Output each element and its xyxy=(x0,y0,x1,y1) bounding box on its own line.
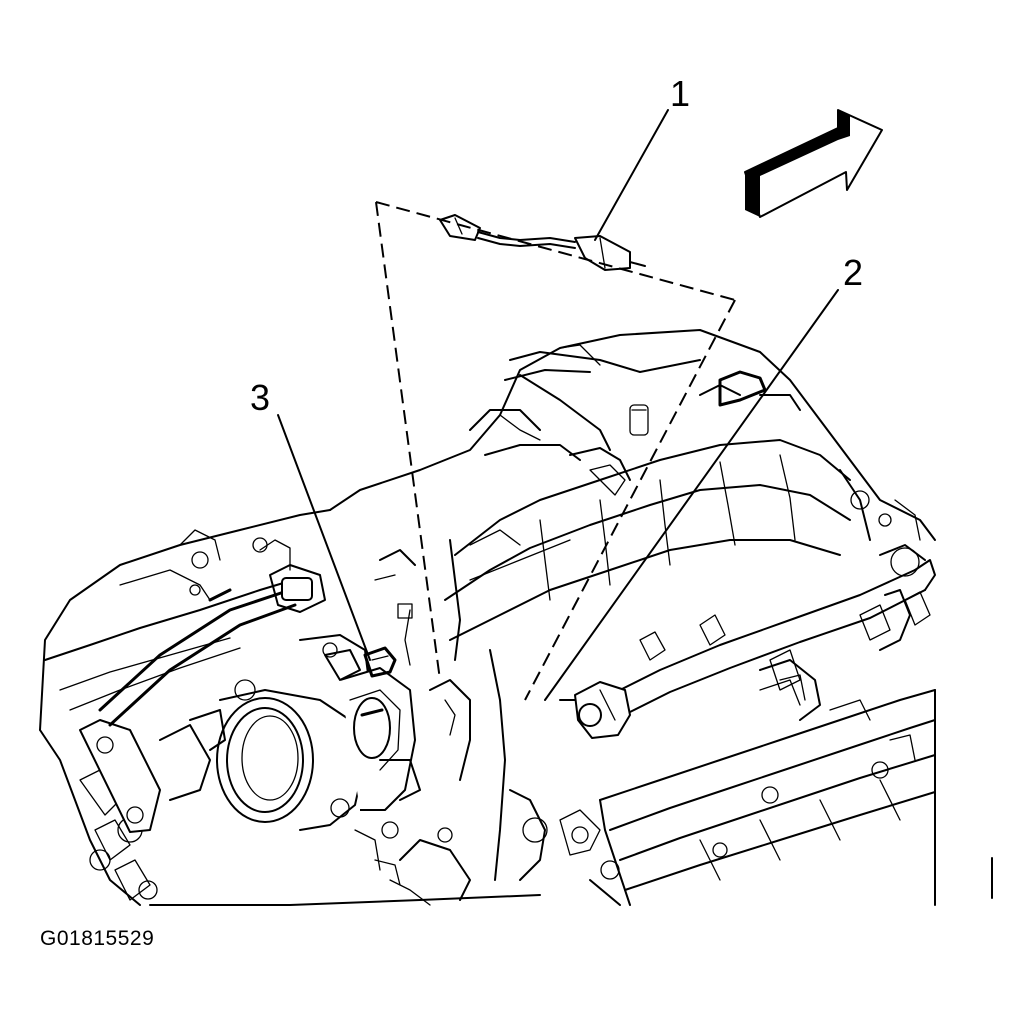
callout-2: 2 xyxy=(843,252,863,293)
throttle-body xyxy=(159,549,421,871)
forward-direction-arrow-icon xyxy=(744,109,883,218)
callout-3: 3 xyxy=(250,377,270,418)
figure-id-label: G01815529 xyxy=(40,927,155,950)
leader-lines xyxy=(277,109,839,701)
sensor-component-2 xyxy=(559,681,631,739)
sensor-harness-inset xyxy=(439,214,646,271)
leader-line-3 xyxy=(277,414,371,661)
leader-line-2 xyxy=(544,289,839,701)
inset-boundary-dashed xyxy=(375,201,736,701)
engine-block-outline xyxy=(39,329,936,906)
left-bracket xyxy=(79,539,326,833)
leader-line-1 xyxy=(594,109,669,241)
callout-1: 1 xyxy=(670,73,690,114)
